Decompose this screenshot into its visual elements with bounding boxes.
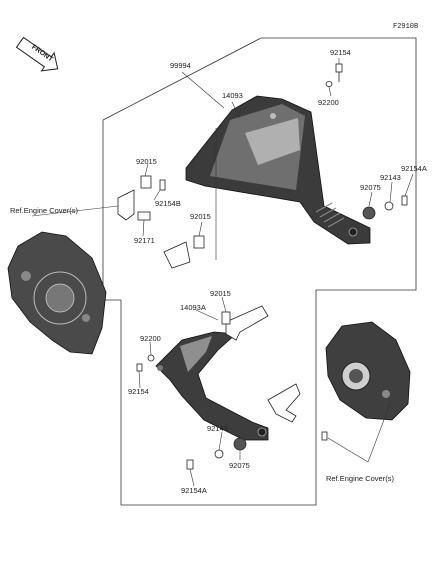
label-collar-mid: 92015 (190, 212, 211, 221)
ref-engine-cover-right: Ref.Engine Cover(s) (326, 474, 394, 483)
figure-code: F2910B (393, 23, 419, 31)
label-spacer-bottom: 92075 (229, 461, 250, 470)
label-slider-lower: 14093A (180, 303, 206, 312)
label-collar-lower-left: 92200 (140, 334, 161, 343)
hardware (117, 63, 408, 470)
left-engine-cover (7, 231, 107, 355)
kit-frame (102, 37, 417, 506)
label-bolt-top: 92154 (330, 48, 351, 57)
upper-slider-part (185, 95, 371, 245)
label-bolt-a-right: 92154A (401, 164, 427, 173)
ref-engine-cover-left: Ref.Engine Cover(s) (10, 206, 78, 215)
label-kit: 99994 (170, 61, 191, 70)
lower-slider-part (155, 331, 269, 441)
label-spacer-right: 92075 (360, 183, 381, 192)
label-slider-upper: 14093 (222, 91, 243, 100)
lower-bracket (225, 305, 301, 423)
right-engine-cover (325, 321, 411, 421)
front-arrow-icon (15, 36, 59, 72)
label-collar-lower: 92015 (210, 289, 231, 298)
label-bolt-b: 92154B (155, 199, 181, 208)
label-washer-right: 92143 (380, 173, 401, 182)
label-bolt-lower-left: 92154 (128, 387, 149, 396)
label-collar-top: 92200 (318, 98, 339, 107)
label-washer-bottom: 92143 (207, 424, 228, 433)
label-bolt-a-bottom: 92154A (181, 486, 207, 495)
label-clamp: 92171 (134, 236, 155, 245)
leader-lines (31, 58, 414, 487)
label-collar-left-upper: 92015 (136, 157, 157, 166)
